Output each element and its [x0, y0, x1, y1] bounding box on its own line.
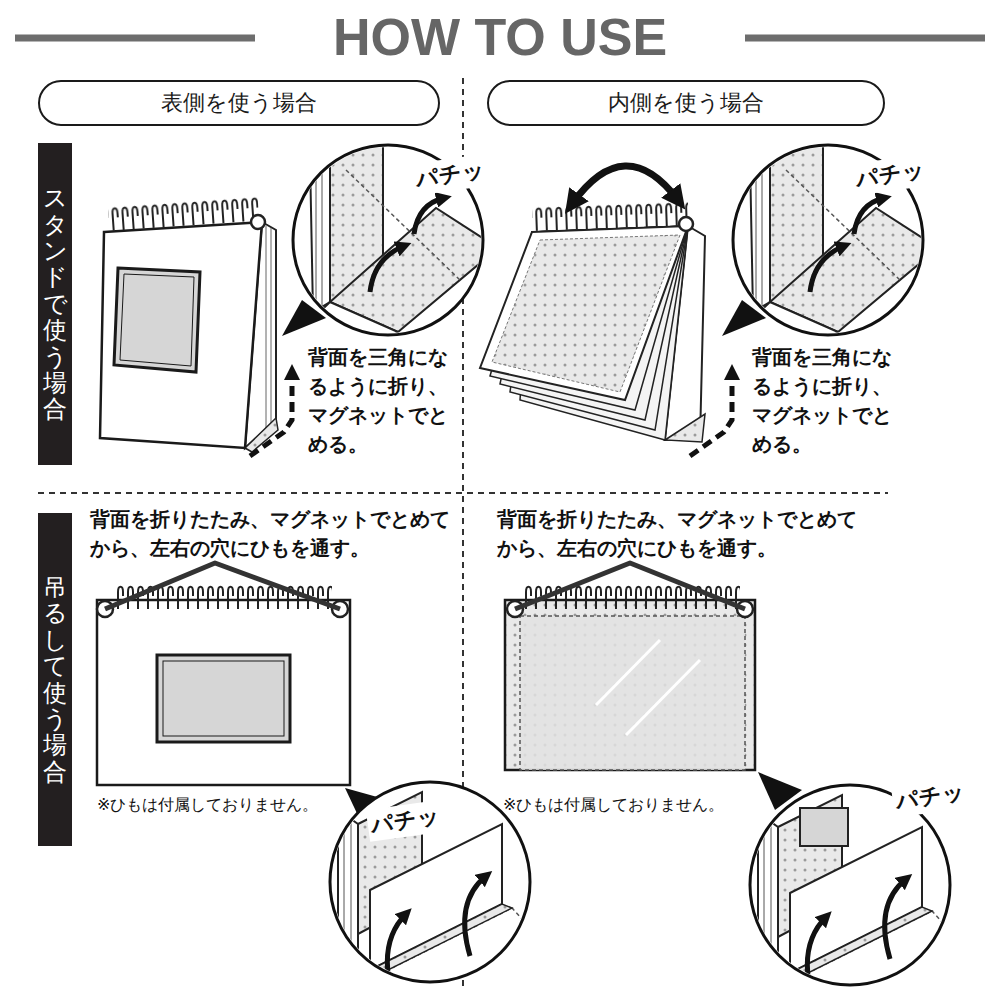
- heading-text: 表側を使う場合: [161, 88, 317, 118]
- hang-instruction: 背面を折りたたみ、マグネットでとめてから、左右の穴にひもを通す。: [497, 505, 865, 563]
- page-title: HOW TO USE: [327, 4, 673, 70]
- footnote: ※ひもは付属しておりません。: [97, 793, 318, 816]
- column-heading: 内側を使う場合: [487, 80, 885, 126]
- sound-effect: パチッ: [891, 776, 970, 818]
- row-heading: スタンドで使う場合: [38, 143, 72, 465]
- footnote: ※ひもは付属しておりません。: [503, 793, 724, 816]
- fold-instruction: 背面を三角になるように折り、マグネットでとめる。: [308, 343, 458, 459]
- sound-effect: パチッ: [851, 154, 930, 196]
- fold-instruction: 背面を三角になるように折り、マグネットでとめる。: [752, 343, 902, 459]
- heading-text: 吊るして使う場合: [43, 574, 67, 785]
- heading-text: 内側を使う場合: [608, 88, 764, 118]
- row-heading: 吊るして使う場合: [38, 513, 72, 846]
- column-heading: 表側を使う場合: [38, 80, 440, 126]
- sound-effect: パチッ: [411, 154, 490, 196]
- heading-text: スタンドで使う場合: [43, 185, 67, 423]
- hang-instruction: 背面を折りたたみ、マグネットでとめてから、左右の穴にひもを通す。: [90, 505, 458, 563]
- sound-effect: パチッ: [366, 800, 445, 842]
